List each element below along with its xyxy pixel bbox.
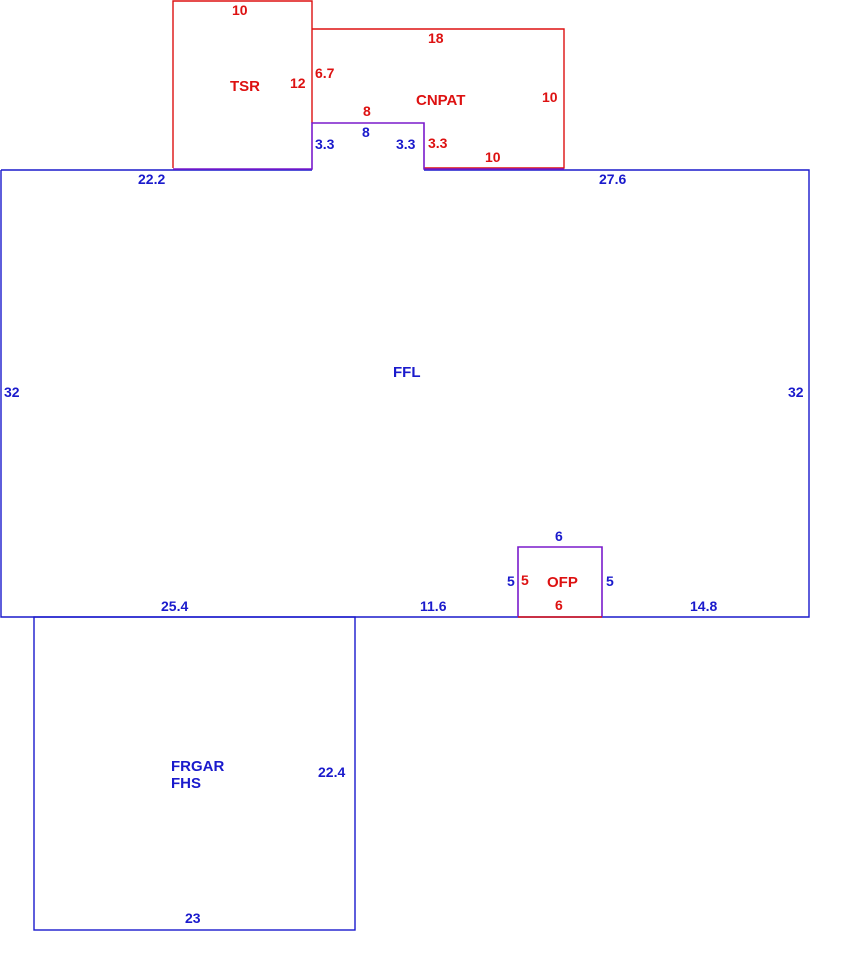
ffl-bottom-left-dimension: 25.4 [161,598,188,614]
ffl-right-dimension: 32 [788,384,804,400]
ffl-bottom-right-dimension: 14.8 [690,598,717,614]
cnpat-outline [312,28,565,169]
tsr-right-dimension: 12 [290,75,306,91]
ffl-bottom-mid-dimension: 11.6 [420,598,447,614]
frgar-area-label-line1: FRGAR [171,758,224,775]
tsr-outline [172,0,313,168]
frgar-area-label-line2: FHS [171,775,201,792]
ffl-top-left-dimension: 22.2 [138,171,165,187]
ofp-outline [517,546,603,617]
ffl-notch-left-dimension: 3.3 [315,136,335,152]
tsr-top-dimension: 10 [232,2,248,18]
frgar-bottom-dimension: 23 [185,910,201,926]
ffl-top-right-dimension: 27.6 [599,171,626,187]
ofp-bottom-dimension: 6 [555,597,563,613]
cnpat-notch-right-dimension: 3.3 [428,135,448,151]
ffl-area-label: FFL [393,364,421,381]
ofp-right-dimension: 5 [606,573,614,589]
ofp-top-dimension: 6 [555,528,563,544]
cnpat-notch-top-dimension: 8 [363,103,371,119]
frgar-outline [33,616,356,931]
ffl-notch-top-dimension: 8 [362,124,370,140]
ofp-area-label: OFP [547,574,578,591]
ofp-left-dimension-blue: 5 [507,573,515,589]
cnpat-right-dimension: 10 [542,89,558,105]
notch-outline [173,122,564,170]
frgar-right-dimension: 22.4 [318,764,345,780]
cnpat-top-dimension: 18 [428,30,444,46]
ffl-left-dimension: 32 [4,384,20,400]
ofp-left-dimension-red: 5 [521,572,529,588]
ffl-outline [0,169,810,618]
cnpat-area-label: CNPAT [416,92,465,109]
cnpat-left-dimension: 6.7 [315,65,335,81]
tsr-area-label: TSR [230,78,260,95]
ffl-notch-right-dimension: 3.3 [396,136,416,152]
cnpat-bottom-dimension: 10 [485,149,501,165]
